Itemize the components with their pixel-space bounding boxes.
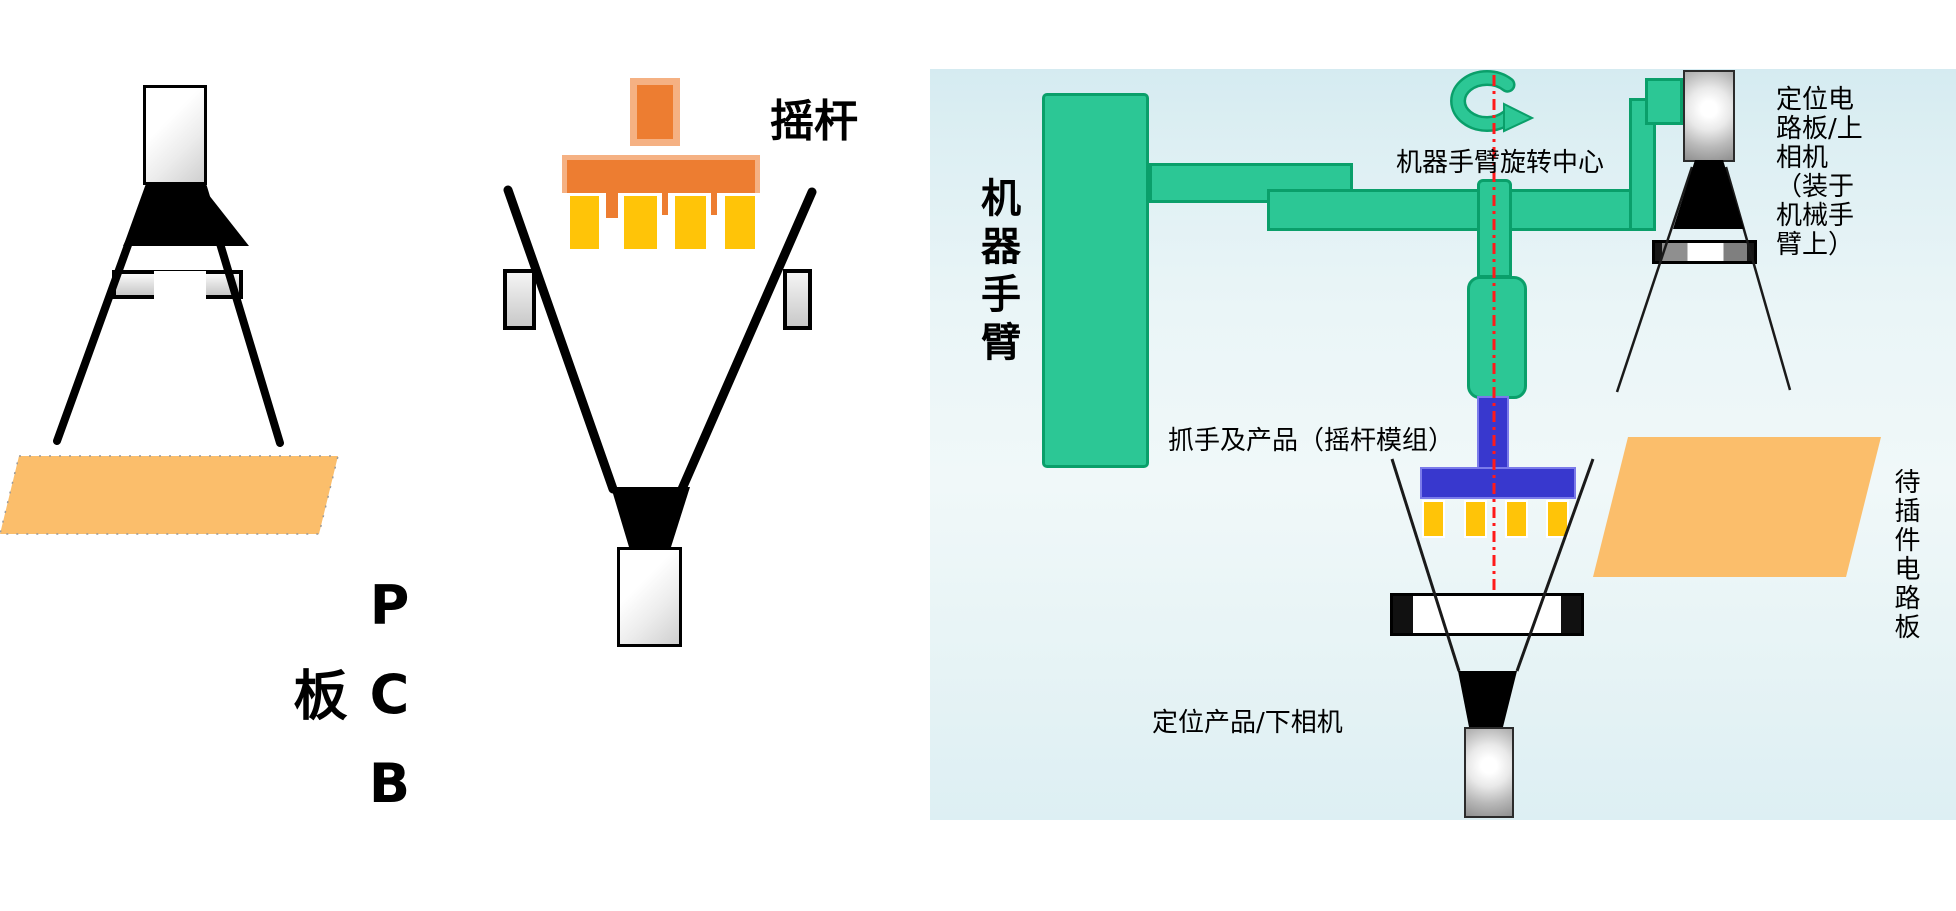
upper-camera-label-line: 臂上） — [1776, 230, 1855, 260]
left-camera-body — [143, 85, 207, 185]
joystick-stick — [630, 78, 680, 146]
middle-camera-body — [617, 547, 682, 647]
left-fov-line-left — [53, 183, 153, 445]
gripper-shaft — [1477, 396, 1509, 470]
pcb-board-label: PCB板 — [284, 573, 421, 841]
joystick-base-tooth — [662, 192, 668, 215]
side-light-panel-right — [783, 269, 812, 330]
product-pin — [1464, 500, 1487, 538]
joystick-pin — [722, 193, 758, 252]
upper-camera-label-line: 路板/上 — [1776, 114, 1863, 144]
product-pin — [1422, 500, 1445, 538]
left-fov-line-right — [199, 183, 284, 447]
upper-camera-label-line: 定位电 — [1776, 85, 1855, 115]
gripper-label: 抓手及产品（摇杆模组） — [1168, 426, 1455, 456]
robot-arm-lower-beam — [1267, 189, 1656, 231]
gripper-bar — [1420, 467, 1576, 499]
arm-wrist — [1467, 276, 1527, 399]
upper-camera-label-line: （装于 — [1776, 172, 1855, 202]
joystick-pin — [621, 193, 660, 252]
robot-arm-column — [1042, 93, 1149, 468]
upper-camera-label-line: 相机 — [1776, 143, 1829, 173]
lower-camera-body — [1464, 727, 1514, 818]
joystick-base-tooth — [606, 192, 618, 218]
left-light-diffuser — [154, 271, 206, 337]
upper-camera-label: 定位电 路板/上 相机 （装于 机械手 臂上） — [1776, 86, 1863, 260]
lower-ring-light — [1390, 593, 1584, 636]
arm-spindle — [1477, 179, 1512, 278]
joystick-pin — [672, 193, 709, 252]
middle-camera-lens-cone — [611, 487, 690, 547]
camera-bracket-step — [1645, 78, 1683, 125]
product-pin — [1546, 500, 1569, 538]
lower-camera-label: 定位产品/下相机 — [1152, 708, 1343, 738]
side-light-panel-left — [503, 269, 536, 330]
upper-ring-light — [1652, 240, 1757, 264]
product-pin — [1505, 500, 1528, 538]
upper-camera-label-line: 机械手 — [1776, 201, 1855, 231]
robot-arm-label: 机器手臂 — [974, 176, 1020, 369]
pcb-board — [0, 455, 339, 535]
upper-camera-body — [1683, 70, 1735, 162]
insertion-board-label: 待插件电路板 — [1890, 468, 1920, 642]
joystick-base — [562, 155, 760, 193]
rotation-center-label: 机器手臂旋转中心 — [1396, 148, 1605, 178]
joystick-pin — [567, 193, 602, 252]
left-camera-lens-cone — [123, 185, 249, 246]
joystick-base-tooth — [711, 192, 717, 215]
joystick-label: 摇杆 — [770, 96, 858, 147]
